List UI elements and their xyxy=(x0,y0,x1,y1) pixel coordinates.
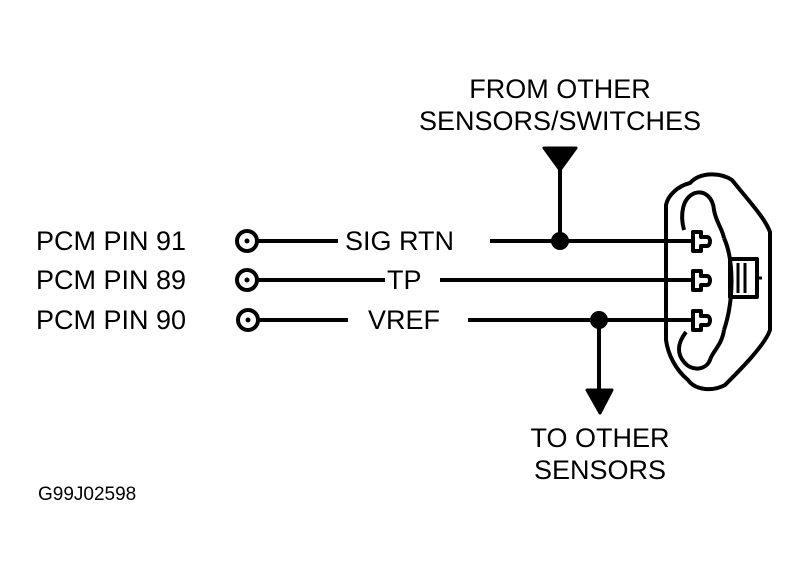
arrow-down-from-icon xyxy=(542,146,578,172)
from-other-sensors-label-line2: SENSORS/SWITCHES xyxy=(380,106,740,136)
pcm-pin-91-label: PCM PIN 91 xyxy=(36,226,187,256)
arrow-down-to-icon xyxy=(585,388,614,415)
pcm-pin-89-dot xyxy=(244,277,250,283)
sensor-connector-icon xyxy=(664,172,772,392)
terminal-sig-rtn-icon xyxy=(691,230,712,253)
from-other-sensors-label-line1: FROM OTHER xyxy=(380,74,740,104)
wire-label-vref: VREF xyxy=(368,305,441,335)
pcm-pin-91-dot xyxy=(244,238,250,244)
pcm-pin-90-dot xyxy=(245,317,251,323)
wire-label-tp: TP xyxy=(387,265,422,295)
wire-label-sig-rtn: SIG RTN xyxy=(345,226,455,256)
to-other-sensors-label-line2: SENSORS xyxy=(500,455,700,485)
terminal-tp-icon xyxy=(691,269,712,292)
to-other-sensors-label-line1: TO OTHER xyxy=(500,423,700,453)
pcm-pin-90-label: PCM PIN 90 xyxy=(36,305,187,335)
splice-vref-icon xyxy=(590,311,608,329)
pcm-pin-89-label: PCM PIN 89 xyxy=(36,265,187,295)
figure-id: G99J02598 xyxy=(38,484,137,505)
terminal-vref-icon xyxy=(691,309,712,332)
splice-sig-rtn-icon xyxy=(551,232,569,250)
